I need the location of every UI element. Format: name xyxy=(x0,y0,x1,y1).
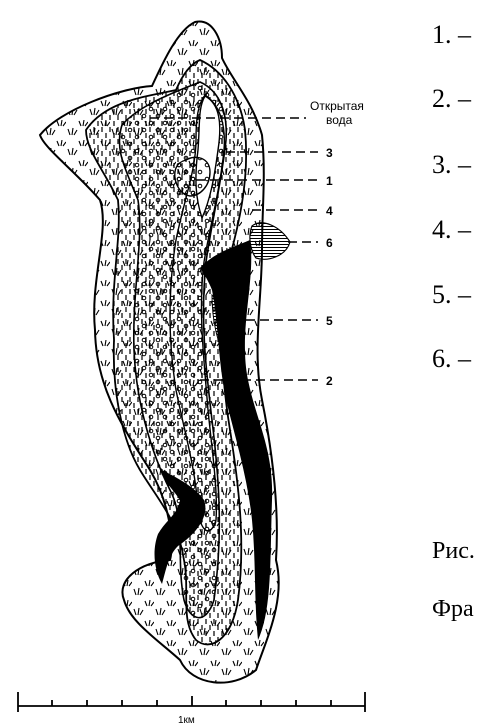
legend-item-1: 1. – xyxy=(432,20,471,50)
callout-1: 1 xyxy=(326,174,333,188)
legend-item-4: 4. – xyxy=(432,215,471,245)
scale-bar xyxy=(18,692,365,712)
label-open-water-line1: Открытая xyxy=(310,99,364,113)
legend-item-6: 6. – xyxy=(432,344,471,374)
callout-3: 3 xyxy=(326,146,333,160)
legend-item-2: 2. – xyxy=(432,84,471,114)
callout-4: 4 xyxy=(326,204,333,218)
legend-item-3: 3. – xyxy=(432,150,471,180)
caption-line-1: Рис. xyxy=(432,538,475,565)
caption-line-2: Фра xyxy=(432,596,474,623)
callout-2: 2 xyxy=(326,374,333,388)
callout-6: 6 xyxy=(326,236,333,250)
legend-item-5: 5. – xyxy=(432,280,471,310)
hatched-zone-6 xyxy=(250,223,290,259)
scale-label: 1км xyxy=(178,715,195,726)
callout-5: 5 xyxy=(326,314,333,328)
label-open-water-line2: вода xyxy=(326,113,353,127)
